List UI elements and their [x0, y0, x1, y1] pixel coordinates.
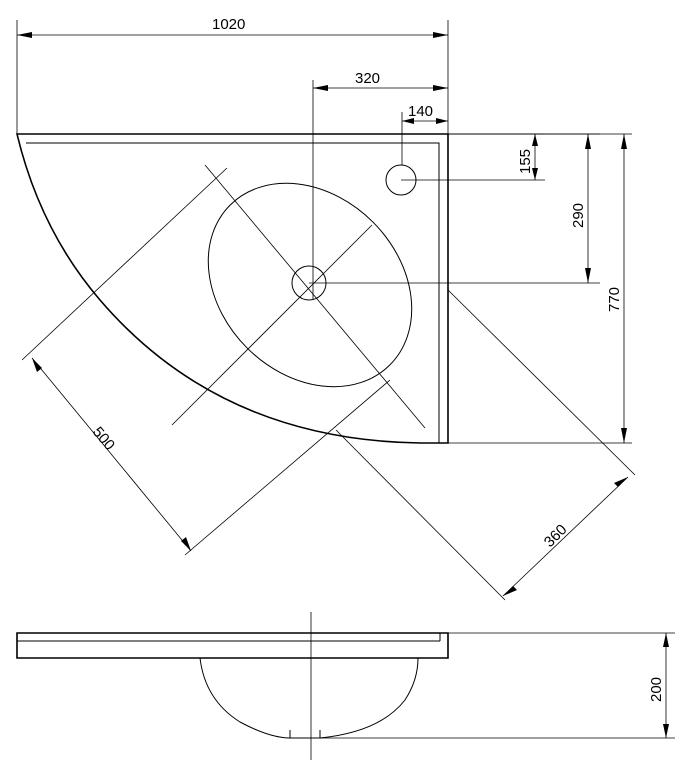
- dim-label-770: 770: [606, 287, 623, 312]
- dim-arrow-200-top: [663, 633, 669, 647]
- basin-centerline-minor: [171, 224, 373, 426]
- side-view: 200: [16, 612, 675, 760]
- dim-arrow-155-bottom: [532, 168, 538, 180]
- dim-arrow-360-a: [614, 477, 628, 487]
- dim-ext-360-b: [335, 429, 506, 601]
- side-drain-stub: [289, 730, 321, 739]
- dim-arrowline-500: [31, 357, 192, 552]
- dim-label-140: 140: [408, 103, 433, 120]
- dim-arrow-200-bottom: [663, 724, 669, 738]
- counter-outline: [15, 133, 449, 444]
- dim-arrow-320-right: [433, 85, 448, 91]
- counter-inner-edge: [26, 142, 440, 443]
- dim-arrow-1020-left: [17, 32, 32, 38]
- dim-label-200: 200: [648, 677, 665, 702]
- basin-bowl: [207, 182, 413, 388]
- dim-arrow-500-b: [181, 537, 191, 551]
- dim-arrowline-360: [502, 476, 629, 597]
- dim-arrow-770-top: [621, 134, 627, 149]
- dim-label-500: 500: [89, 424, 118, 454]
- side-counter-slab: [16, 632, 449, 659]
- dim-arrow-1020-right: [433, 32, 448, 38]
- dim-arrow-290-top: [585, 134, 591, 149]
- basin-centerline-major: [204, 164, 426, 429]
- dim-arrow-360-b: [503, 586, 517, 596]
- dim-arrow-500-a: [32, 358, 42, 372]
- top-view: 1020 320 140 155 290 770: [15, 16, 636, 601]
- dim-label-1020: 1020: [212, 16, 245, 33]
- dim-ext-360-a: [447, 289, 636, 476]
- dim-arrow-320-left: [313, 85, 328, 91]
- dim-arrow-140-left: [402, 118, 414, 124]
- side-basin-bowl: [199, 657, 419, 739]
- dim-label-155: 155: [517, 149, 534, 174]
- dim-label-320: 320: [355, 70, 380, 87]
- dim-ext-500-b: [184, 379, 391, 556]
- dim-label-360: 360: [541, 521, 571, 551]
- dim-arrow-290-bottom: [585, 268, 591, 283]
- dim-arrow-140-right: [436, 118, 448, 124]
- dim-ext-500-a: [21, 167, 228, 361]
- dim-label-290: 290: [570, 203, 587, 228]
- dim-arrow-770-bottom: [621, 428, 627, 443]
- dim-arrow-155-top: [532, 134, 538, 146]
